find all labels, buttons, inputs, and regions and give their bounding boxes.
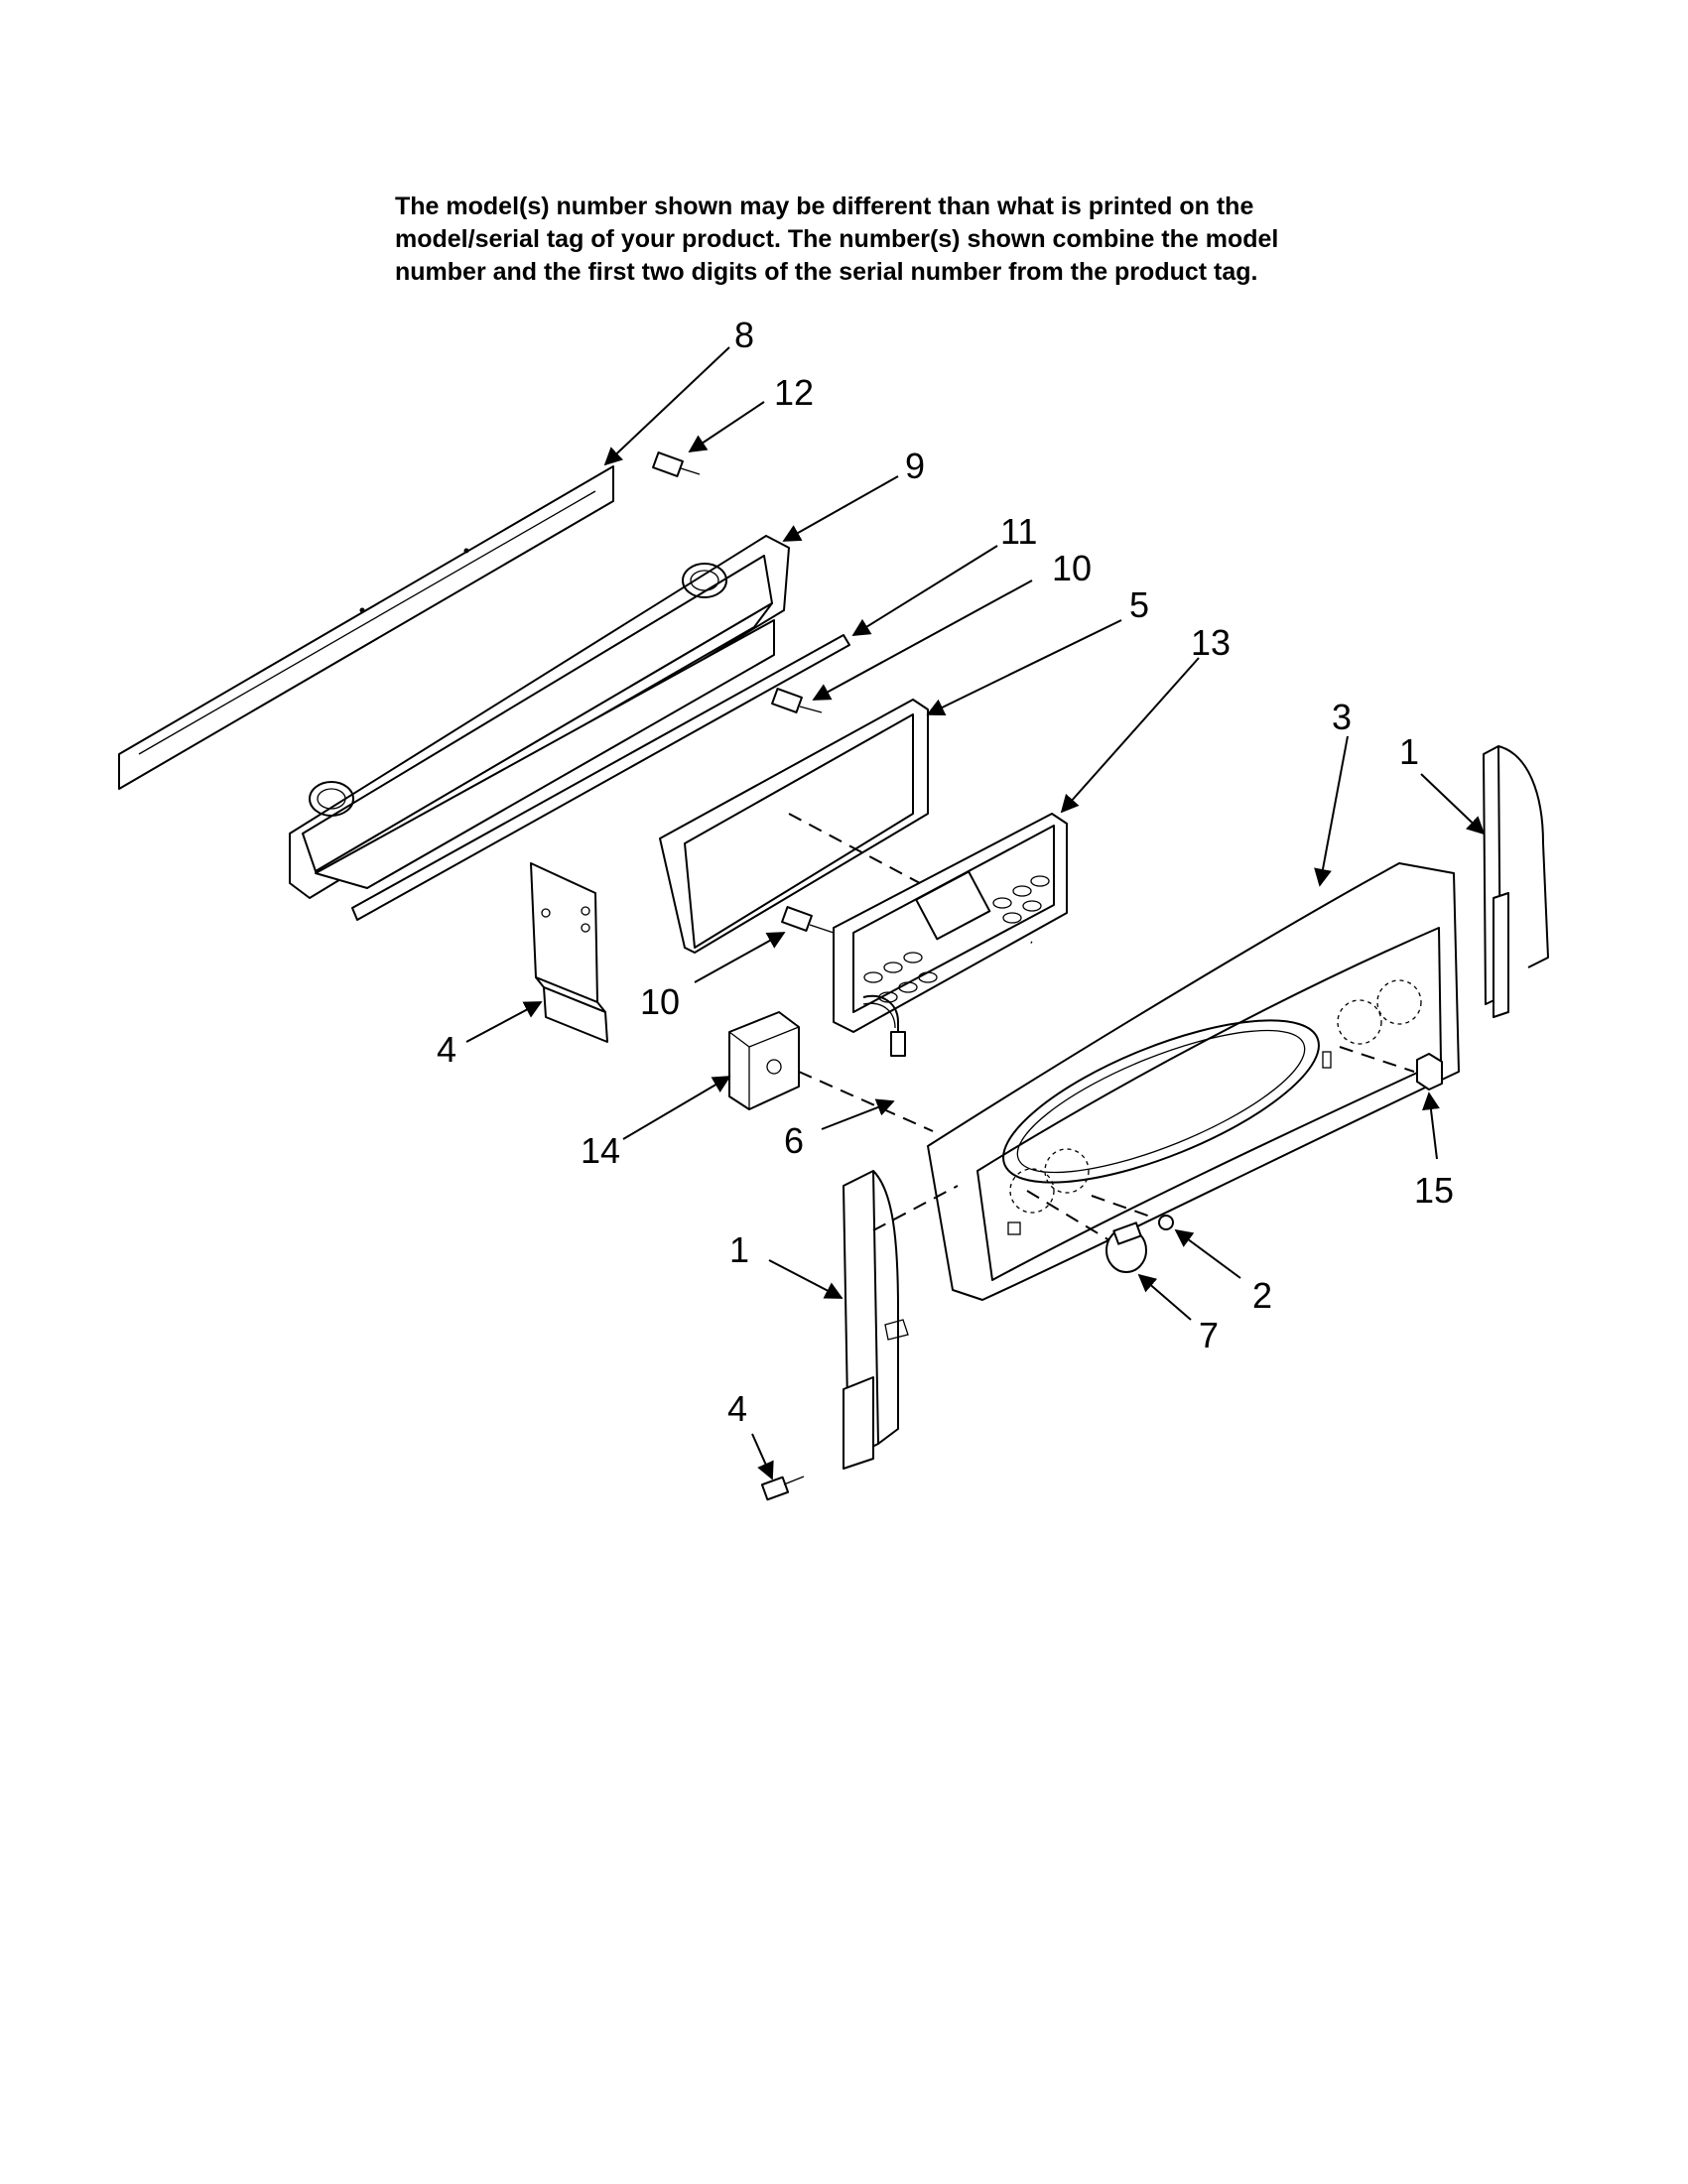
part-1-side-bracket-right xyxy=(1483,745,1549,1018)
part-5-control-bracket xyxy=(659,699,1033,954)
callout-13: 13 xyxy=(1191,622,1231,663)
part-3-control-panel xyxy=(927,862,1460,1301)
leader-5 xyxy=(926,619,1122,715)
part-7-knob xyxy=(1026,1190,1147,1273)
part-12-screw xyxy=(652,451,701,477)
callout-3: 3 xyxy=(1332,697,1352,737)
part-4-angle-bracket xyxy=(530,862,608,1043)
leader-arrows xyxy=(465,346,1486,1480)
callout-1-right: 1 xyxy=(1399,731,1419,772)
callout-7: 7 xyxy=(1199,1315,1219,1355)
leader-14 xyxy=(622,1076,731,1140)
part-1-side-bracket-left xyxy=(843,1170,959,1470)
part-8-rear-panel xyxy=(118,465,614,790)
callout-4-lower: 4 xyxy=(727,1388,747,1429)
leader-6 xyxy=(821,1098,895,1130)
part-11-strip-bracket xyxy=(351,634,850,921)
callout-10-upper: 10 xyxy=(1052,548,1092,588)
leader-4-lower xyxy=(751,1433,774,1480)
leader-1-left xyxy=(768,1259,844,1299)
callout-15: 15 xyxy=(1414,1170,1454,1211)
leader-8 xyxy=(603,346,730,466)
leader-11 xyxy=(851,545,998,636)
part-2-screw xyxy=(1091,1195,1174,1230)
callout-5: 5 xyxy=(1129,584,1149,625)
callout-8: 8 xyxy=(734,315,754,355)
notice-line-1: The model(s) number shown may be differe… xyxy=(395,193,1254,220)
part-6-wire-harness xyxy=(862,994,906,1057)
part-10-screw-lower xyxy=(781,906,835,934)
leader-2 xyxy=(1174,1228,1241,1279)
callout-4-upper: 4 xyxy=(437,1029,456,1070)
callout-11: 11 xyxy=(1000,511,1037,552)
callout-1-left: 1 xyxy=(729,1229,749,1270)
leader-7 xyxy=(1137,1273,1192,1321)
notice-line-3: number and the first two digits of the s… xyxy=(395,258,1258,286)
leader-15 xyxy=(1422,1092,1440,1160)
leader-12 xyxy=(688,401,765,452)
notice-line-2: model/serial tag of your product. The nu… xyxy=(395,225,1279,253)
callout-6: 6 xyxy=(784,1120,804,1161)
leader-10-lower xyxy=(694,932,786,983)
part-10-screw-upper xyxy=(771,688,823,713)
leader-13 xyxy=(1060,657,1200,814)
callout-14: 14 xyxy=(581,1130,620,1171)
callout-2: 2 xyxy=(1252,1275,1272,1316)
callout-9: 9 xyxy=(905,446,925,486)
callout-labels: 8 12 9 11 10 5 13 3 1 4 10 14 6 15 1 2 7… xyxy=(437,315,1454,1429)
leader-4-upper xyxy=(465,1001,543,1043)
part-13-control-board xyxy=(833,813,1068,1033)
part-14-switch xyxy=(728,1011,934,1132)
leader-1-right xyxy=(1420,773,1486,835)
part-15-indicator-light xyxy=(1339,1046,1443,1091)
part-9-back-frame xyxy=(289,535,790,899)
leader-10-upper xyxy=(812,579,1033,701)
model-number-notice: The model(s) number shown may be differe… xyxy=(395,191,1348,289)
callout-12: 12 xyxy=(774,372,814,413)
part-4-screw-lower xyxy=(760,1476,805,1501)
control-board-buttons xyxy=(863,875,1050,1003)
leader-9 xyxy=(782,475,899,542)
leader-3 xyxy=(1314,735,1349,887)
callout-10-lower: 10 xyxy=(640,981,680,1022)
